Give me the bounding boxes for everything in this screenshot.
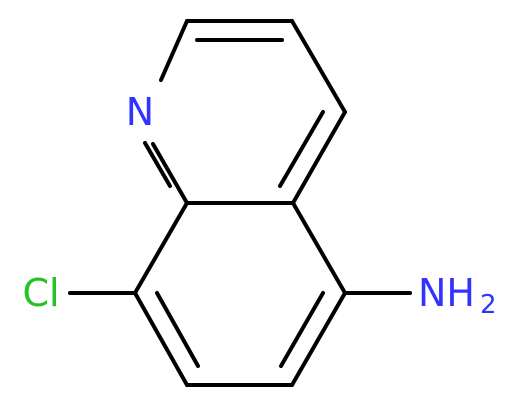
bond-c7-c8-inner <box>155 291 200 368</box>
bond-c4a-c5 <box>291 201 347 295</box>
atom-label-amine-subscript: 2 <box>480 290 497 320</box>
bond-c5-c6-inner <box>279 291 325 368</box>
atom-label-chlorine: Cl <box>22 271 59 315</box>
bond-c8-c8a <box>133 201 189 295</box>
atom-label-nitrogen: N <box>126 90 154 134</box>
bond-c4-c4a-inner <box>278 110 325 188</box>
bond-c4-c4a <box>291 110 347 205</box>
bond-c3-c4 <box>290 19 347 114</box>
atom-label-amine: NH <box>418 271 475 315</box>
bond-c5-c6 <box>290 291 347 387</box>
bond-c8a-n1 <box>151 142 189 205</box>
bond-n1-c2 <box>159 19 189 82</box>
bond-c8a-n1-inner <box>143 141 172 188</box>
bond-c7-c8 <box>133 291 189 387</box>
